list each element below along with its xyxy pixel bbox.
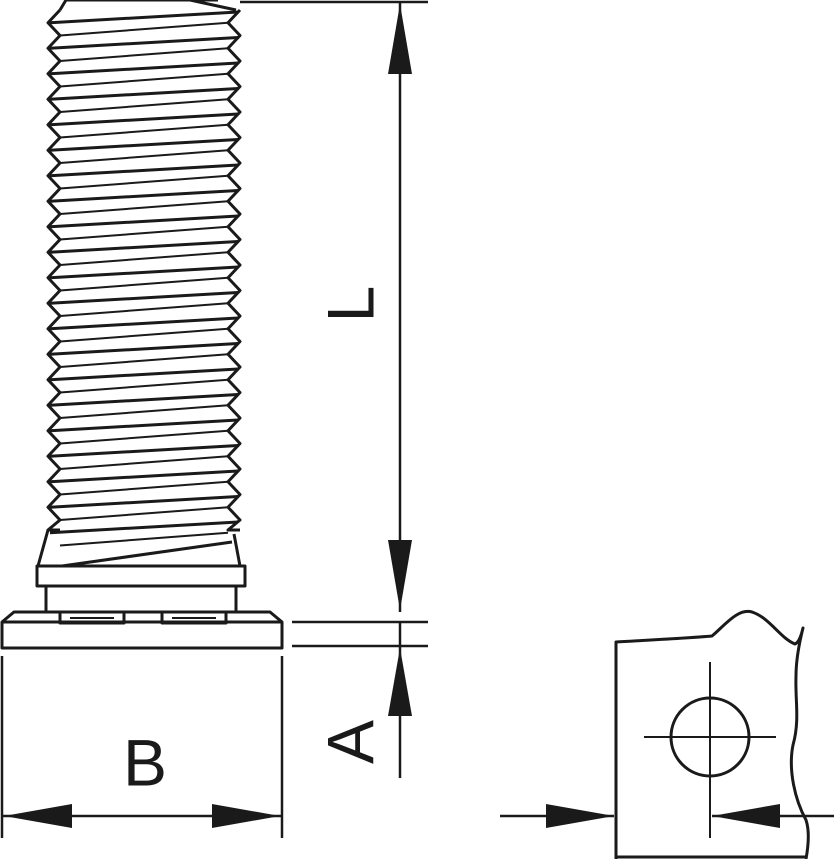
flange bbox=[0, 610, 284, 650]
thread-crest-line bbox=[49, 189, 239, 203]
thread-root-line bbox=[59, 21, 229, 37]
thickness-label: A bbox=[313, 720, 387, 764]
thread-root-line bbox=[59, 429, 229, 445]
thread-root-line bbox=[59, 480, 229, 496]
arrow-b-right bbox=[212, 804, 280, 828]
width-label: B bbox=[123, 725, 167, 799]
thread-root-line bbox=[59, 149, 229, 164]
dimension-width bbox=[0, 656, 284, 838]
thread-root-line bbox=[59, 455, 229, 470]
weld-projection-left bbox=[58, 610, 126, 625]
thread-crest-line bbox=[49, 418, 239, 433]
thread-crest-line bbox=[49, 520, 239, 535]
thread-crest-line bbox=[49, 214, 239, 229]
thread-root-line bbox=[59, 327, 229, 343]
thread-crest-line bbox=[49, 138, 239, 152]
arrow-length-top bbox=[388, 4, 412, 74]
thread-root-line bbox=[59, 251, 229, 266]
thread-crest-line bbox=[49, 112, 239, 127]
thread-crest-line bbox=[49, 291, 239, 305]
thread-crest-line bbox=[49, 61, 239, 76]
thread-root-line bbox=[59, 276, 229, 292]
thread-crest-line bbox=[49, 393, 239, 407]
sheet-detail bbox=[614, 609, 810, 860]
thread-root-line bbox=[59, 404, 229, 419]
thread-crest-line bbox=[49, 342, 239, 356]
thread-runout bbox=[36, 529, 242, 568]
thread-root-line bbox=[59, 47, 229, 62]
thread-root-line bbox=[59, 506, 229, 521]
thread-crest-line bbox=[49, 10, 239, 25]
collar bbox=[35, 564, 247, 588]
thread-crest-line bbox=[49, 367, 239, 382]
thread-tip bbox=[58, 0, 237, 12]
thread-root-line bbox=[59, 72, 229, 88]
thread-root-line bbox=[59, 225, 229, 241]
thread-root-line bbox=[59, 378, 229, 394]
thread-crest-line bbox=[49, 36, 239, 50]
thread-crest-line bbox=[49, 316, 239, 331]
sheet-outline bbox=[614, 609, 810, 860]
arrow-a bbox=[388, 648, 412, 716]
thread-profile-left bbox=[46, 8, 62, 532]
thread-root-line bbox=[59, 200, 229, 215]
dimension-length bbox=[240, 0, 428, 612]
thread-root-line bbox=[59, 123, 229, 139]
thread-root-line bbox=[59, 302, 229, 317]
neck bbox=[44, 586, 238, 612]
thread-crest-line bbox=[49, 240, 239, 254]
thread-crest-line bbox=[49, 87, 239, 101]
dimension-thickness bbox=[292, 620, 428, 778]
thread-root-line bbox=[59, 353, 229, 368]
arrow-length-bottom bbox=[388, 540, 412, 610]
weld-projection-right bbox=[160, 610, 228, 625]
thread-crest-line bbox=[49, 444, 239, 458]
thread-crest-line bbox=[49, 163, 239, 178]
length-label: L bbox=[313, 286, 387, 323]
arrow-hole-right bbox=[712, 804, 780, 828]
thread-crest-line bbox=[49, 495, 239, 509]
thread-root-line bbox=[59, 174, 229, 190]
arrow-b-left bbox=[4, 804, 72, 828]
thread-crest-line bbox=[49, 469, 239, 484]
thread-root-line bbox=[59, 98, 229, 113]
sheet-hole-dimension bbox=[500, 804, 834, 828]
stud bbox=[0, 0, 284, 650]
thread-crest-line bbox=[49, 265, 239, 280]
thread-root-line bbox=[59, 531, 229, 547]
thread-body bbox=[46, 8, 242, 547]
arrow-hole-left bbox=[546, 804, 614, 828]
